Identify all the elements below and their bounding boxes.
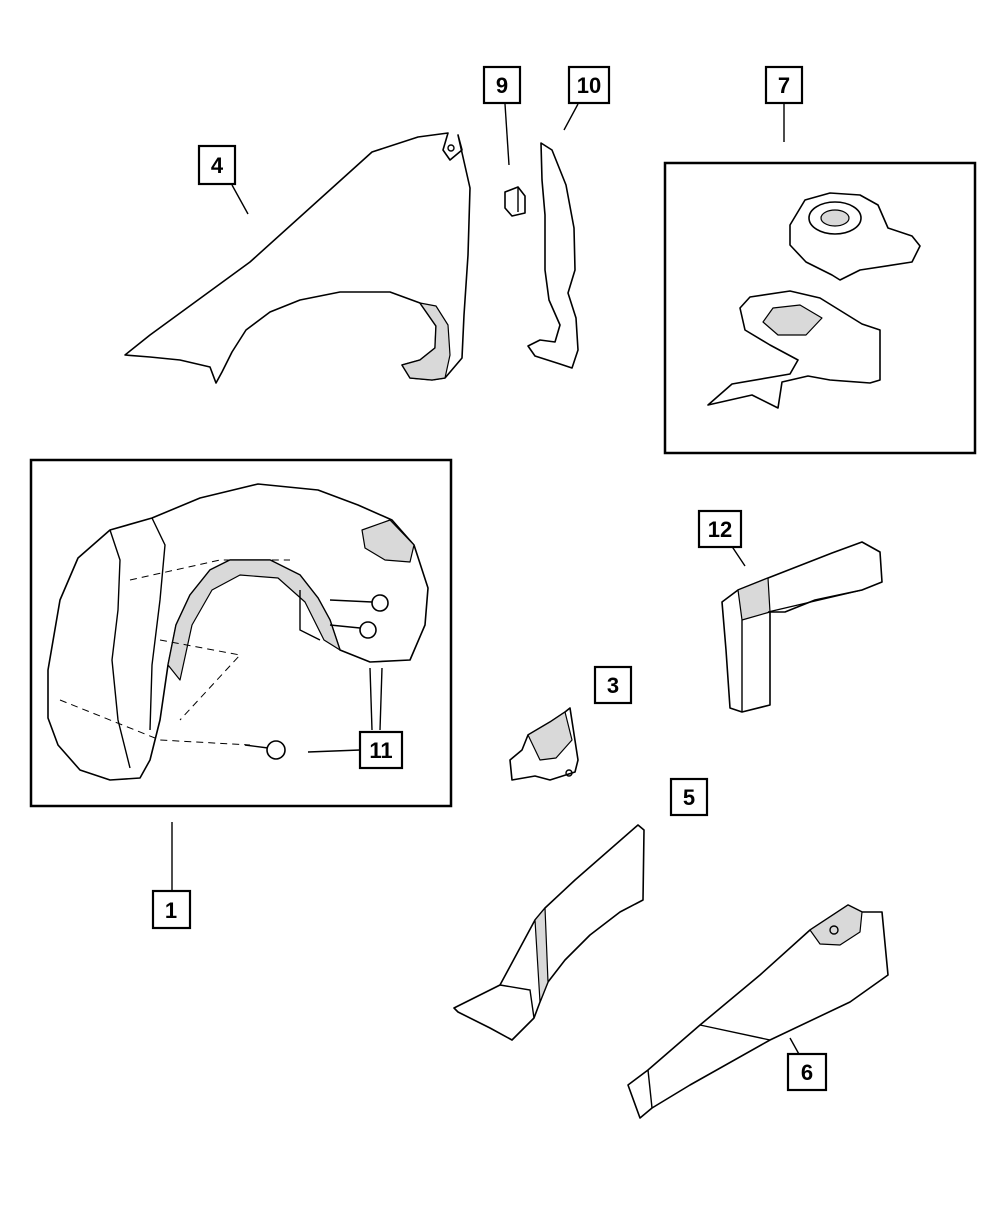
clip-part <box>504 186 526 217</box>
seal-strip-part <box>527 142 579 369</box>
callout-12: 12 <box>697 509 743 549</box>
svg-text:5: 5 <box>683 785 695 810</box>
svg-text:10: 10 <box>577 73 601 98</box>
svg-text:12: 12 <box>708 517 732 542</box>
fender-part <box>124 132 471 384</box>
callout-1: 1 <box>151 889 192 930</box>
bracket-assembly-group <box>663 161 977 455</box>
callout-5: 5 <box>669 777 709 817</box>
callout-11: 11 <box>358 730 404 770</box>
svg-text:4: 4 <box>211 153 224 178</box>
svg-text:1: 1 <box>165 898 177 923</box>
callout-9: 9 <box>482 65 522 105</box>
wheelhouse-liner-group <box>29 458 453 808</box>
svg-text:7: 7 <box>778 73 790 98</box>
front-rail-part <box>453 824 645 1041</box>
callout-6: 6 <box>786 1052 828 1092</box>
svg-text:11: 11 <box>369 738 392 763</box>
callout-10: 10 <box>567 65 611 105</box>
callout-4: 4 <box>197 144 237 186</box>
push-pin-fasteners <box>244 594 389 760</box>
leader-lines <box>171 103 801 1057</box>
callout-7: 7 <box>764 65 804 105</box>
small-bracket-part <box>509 707 579 781</box>
svg-text:9: 9 <box>496 73 508 98</box>
rear-rail-part <box>627 904 889 1119</box>
svg-text:6: 6 <box>801 1060 813 1085</box>
rail-bracket-part <box>721 541 883 713</box>
svg-text:3: 3 <box>607 673 619 698</box>
callout-3: 3 <box>593 665 633 705</box>
